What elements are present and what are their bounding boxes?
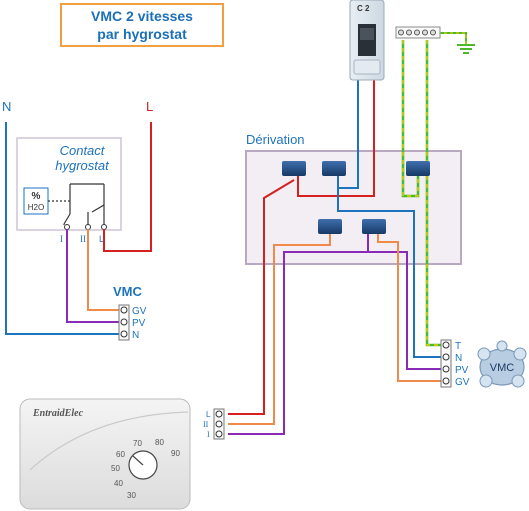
hygrostat-term-ii: II [203, 420, 209, 429]
title-line-1: VMC 2 vitesses [91, 8, 193, 24]
wire-deriv-pv-hygro [228, 232, 369, 435]
vmc-unit-term-pv: PV [455, 365, 469, 376]
vmc-unit-term-gv: GV [455, 377, 470, 388]
hygro-h2o: H2O [28, 203, 44, 212]
vmc-unit-terminal-block: T N PV GV [440, 339, 470, 388]
hygro-scale-90: 90 [171, 449, 180, 458]
wire-earth-ground-dash [438, 32, 467, 44]
wire-gv-contact [87, 229, 120, 311]
connector-neutral [322, 161, 346, 176]
vmc-unit-term-t: T [455, 341, 461, 352]
hygro-scale-50: 50 [111, 464, 120, 473]
hygro-percent: % [32, 191, 41, 202]
contact-terminal-2 [85, 224, 91, 230]
contact-term-label-3: L [99, 234, 104, 244]
connector-gv [318, 219, 342, 234]
hygro-scale-30: 30 [127, 491, 136, 500]
hygrostat-device: EntraidElec 30 40 50 60 70 80 90 [19, 398, 191, 510]
vmc-unit-label: VMC [490, 362, 515, 374]
vmc-block-term-n: N [132, 330, 139, 341]
vmc-block-term-gv: GV [132, 306, 147, 317]
wire-earth-dash-2 [426, 40, 443, 346]
hygro-scale-70: 70 [133, 439, 142, 448]
circuit-breaker: C 2 [349, 0, 385, 81]
derivation-label: Dérivation [246, 132, 305, 147]
contact-title: Contact [60, 143, 106, 158]
ground-icon [457, 44, 475, 54]
vmc-unit-term-n: N [455, 353, 462, 364]
hygro-scale-80: 80 [155, 438, 164, 447]
vmc-terminal-block: VMC GV PV N [113, 284, 147, 341]
wire-earth-ground [438, 32, 467, 44]
derivation-connectors [282, 161, 430, 234]
contact-term-label-2: II [80, 234, 86, 244]
wire-phase-main [103, 122, 152, 252]
hygrostat-dial-needle [132, 455, 144, 466]
hygrostat-term-i: I [207, 430, 210, 439]
vmc-block-title: VMC [113, 284, 143, 299]
connector-earth [406, 161, 430, 176]
contact-subtitle: hygrostat [55, 158, 110, 173]
wire-deriv-neutral [337, 180, 443, 358]
hygrostat-brand: EntraidElec [32, 408, 84, 419]
contact-switch [48, 183, 105, 225]
contact-terminal-1 [64, 224, 70, 230]
wire-neutral-main [5, 122, 120, 335]
breaker-label: C 2 [357, 4, 370, 13]
neutral-label: N [2, 99, 11, 114]
line-label: L [146, 99, 153, 114]
hygro-symbol [23, 187, 49, 215]
vmc-block-term-pv: PV [132, 318, 146, 329]
vmc-unit-icon: VMC [477, 340, 527, 388]
connector-phase [282, 161, 306, 176]
contact-term-label-1: I [60, 234, 63, 244]
connector-pv [362, 219, 386, 234]
wire-pv-contact [66, 229, 120, 323]
hygro-scale-60: 60 [116, 450, 125, 459]
hygrostat-terminal-block: L II I [203, 408, 225, 440]
wire-breaker-phase [297, 80, 375, 197]
wire-deriv-phase-hygro [228, 179, 295, 415]
earth-bar [395, 26, 441, 39]
contact-terminal-3 [101, 224, 107, 230]
hygro-scale-40: 40 [114, 479, 123, 488]
title-line-2: par hygrostat [97, 26, 187, 42]
wire-deriv-gv-hygro [228, 232, 331, 425]
wire-earth-dash [402, 40, 419, 197]
hygrostat-term-l: L [206, 410, 211, 419]
diagram-title: VMC 2 vitesses par hygrostat [60, 3, 224, 47]
wire-deriv-gv [377, 232, 443, 382]
